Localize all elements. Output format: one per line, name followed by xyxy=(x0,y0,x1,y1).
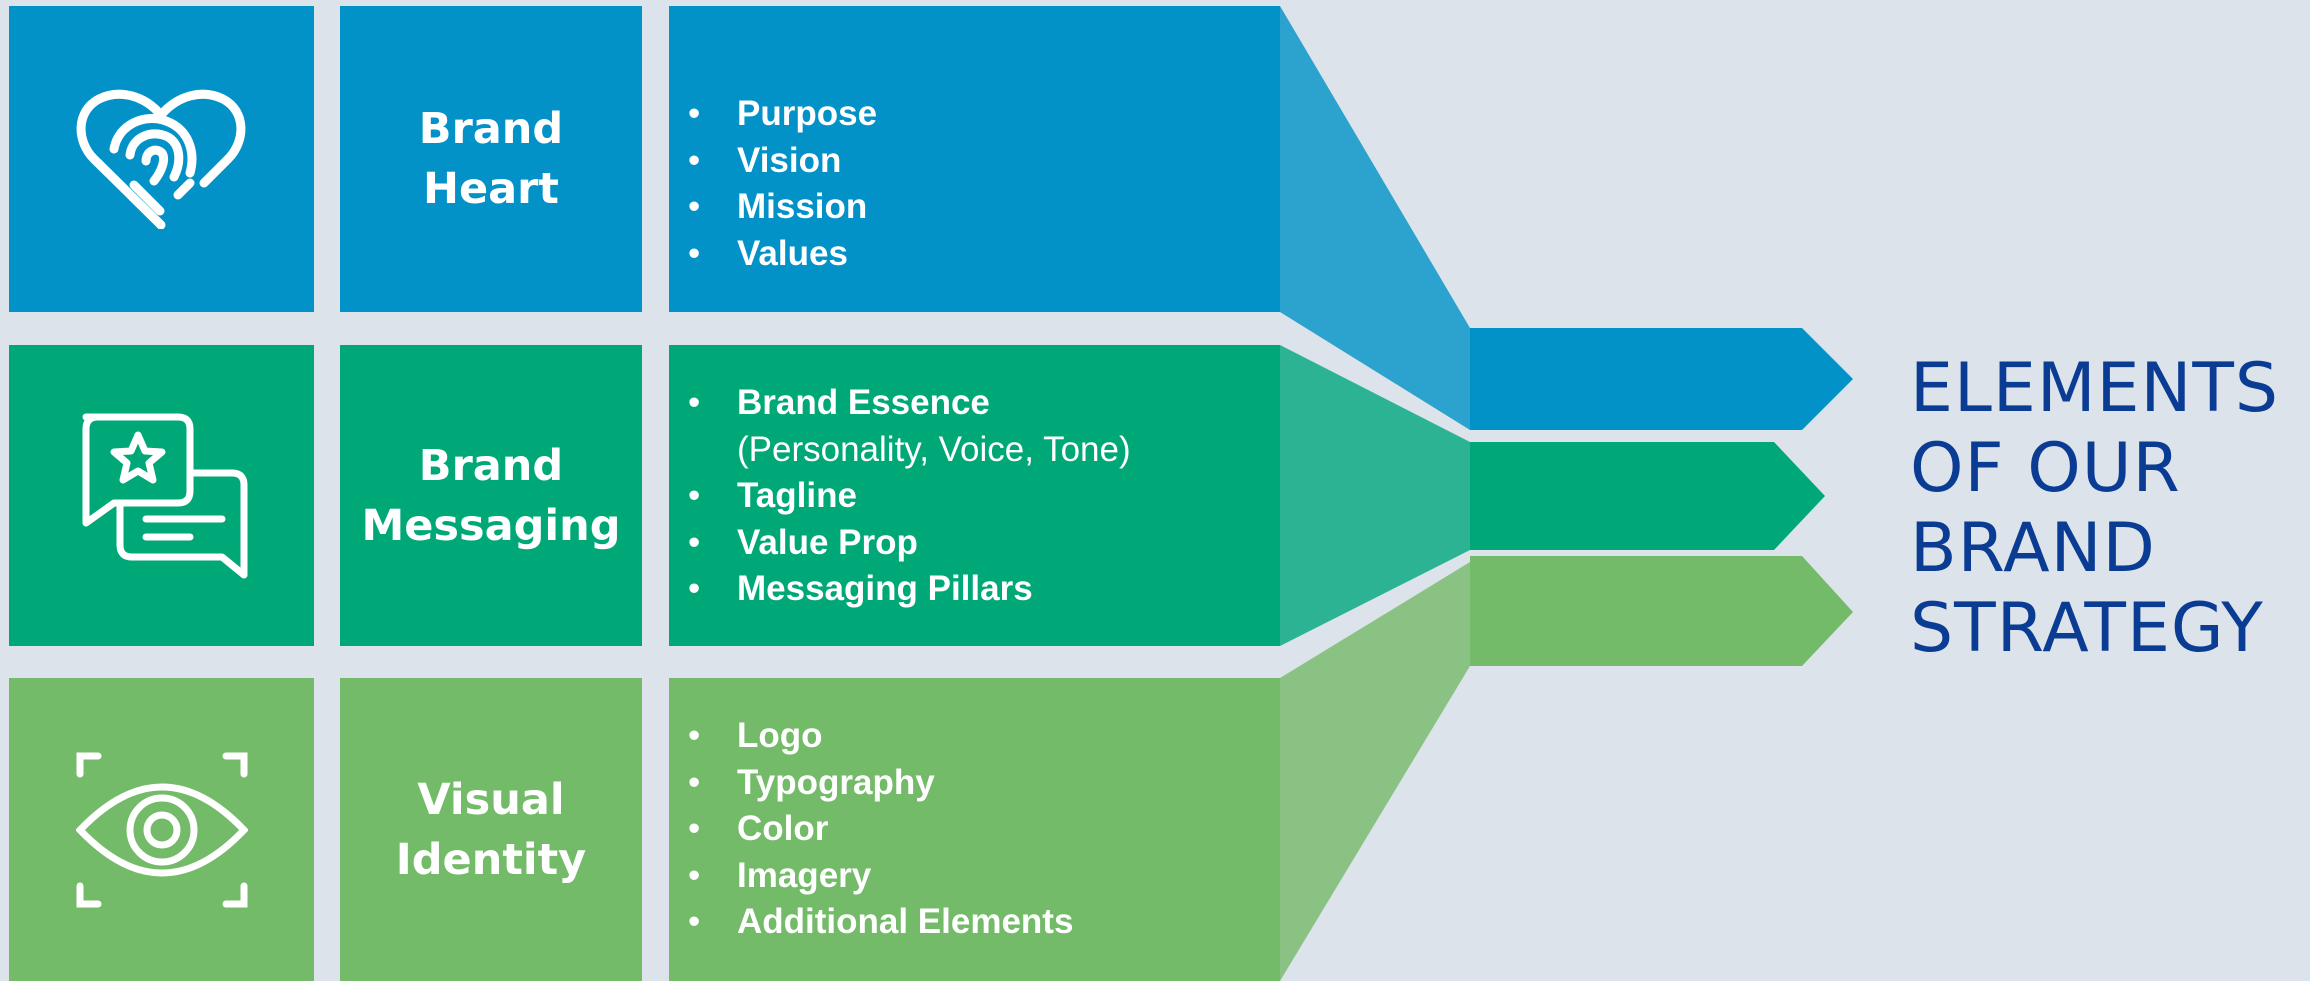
brand-heart-list-tile: Purpose Vision Mission Values xyxy=(669,6,1280,312)
list-item: Typography xyxy=(669,760,1280,807)
item-list: Brand Essence(Personality, Voice, Tone) … xyxy=(669,380,1280,613)
item-text: Brand Essence xyxy=(737,383,990,422)
arrow-green xyxy=(1470,556,1853,666)
chat-star-icon xyxy=(82,413,247,578)
row-label: Visual Identity xyxy=(395,774,587,885)
item-list: Logo Typography Color Imagery Additional… xyxy=(669,713,1280,946)
list-item: Additional Elements xyxy=(669,899,1280,946)
title-line: OF OUR xyxy=(1910,429,2181,508)
eye-focus-icon xyxy=(75,752,248,907)
brand-messaging-list-tile: Brand Essence(Personality, Voice, Tone) … xyxy=(669,345,1280,646)
list-item: Imagery xyxy=(669,853,1280,900)
item-list: Purpose Vision Mission Values xyxy=(669,91,1280,277)
visual-identity-list-tile: Logo Typography Color Imagery Additional… xyxy=(669,678,1280,981)
list-item: Mission xyxy=(669,184,1280,231)
row-visual-identity: Visual Identity Logo Typography Color Im… xyxy=(0,678,1280,981)
title-line: ELEMENTS xyxy=(1910,349,2280,428)
list-item: Logo xyxy=(669,713,1280,760)
visual-identity-label-tile: Visual Identity xyxy=(340,678,642,981)
list-item: Vision xyxy=(669,138,1280,185)
brand-messaging-icon-tile xyxy=(9,345,314,646)
item-subtext: (Personality, Voice, Tone) xyxy=(737,429,1131,469)
fingerprint-heart-icon xyxy=(76,89,246,229)
arrow-blue xyxy=(1470,328,1853,430)
list-item: Purpose xyxy=(669,91,1280,138)
title-line: STRATEGY xyxy=(1910,589,2264,668)
brand-heart-label-tile: Brand Heart xyxy=(340,6,642,312)
row-label: Brand Messaging xyxy=(361,440,621,551)
funnel-green xyxy=(1280,562,1470,981)
funnel-blue xyxy=(1280,6,1470,430)
brand-messaging-label-tile: Brand Messaging xyxy=(340,345,642,646)
list-item: Color xyxy=(669,806,1280,853)
list-item: Messaging Pillars xyxy=(669,566,1280,613)
diagram-title: ELEMENTS OF OUR BRAND STRATEGY xyxy=(1910,349,2279,669)
arrow-teal xyxy=(1470,442,1825,550)
title-line: BRAND xyxy=(1910,509,2156,588)
row-brand-messaging: Brand Messaging Brand Essence (Personalit… xyxy=(0,345,1280,646)
list-item: Tagline xyxy=(669,473,1280,520)
row-label: Brand Heart xyxy=(418,104,564,214)
list-item: Values xyxy=(669,231,1280,278)
list-item: Value Prop xyxy=(669,520,1280,567)
visual-identity-icon-tile xyxy=(9,678,314,981)
brand-heart-icon-tile xyxy=(9,6,314,312)
list-item: Brand Essence (Personality, Voice, Tone) xyxy=(669,380,1280,473)
row-brand-heart: Brand Heart Purpose Vision Mission Value… xyxy=(0,6,1280,312)
funnel-teal xyxy=(1280,345,1470,646)
